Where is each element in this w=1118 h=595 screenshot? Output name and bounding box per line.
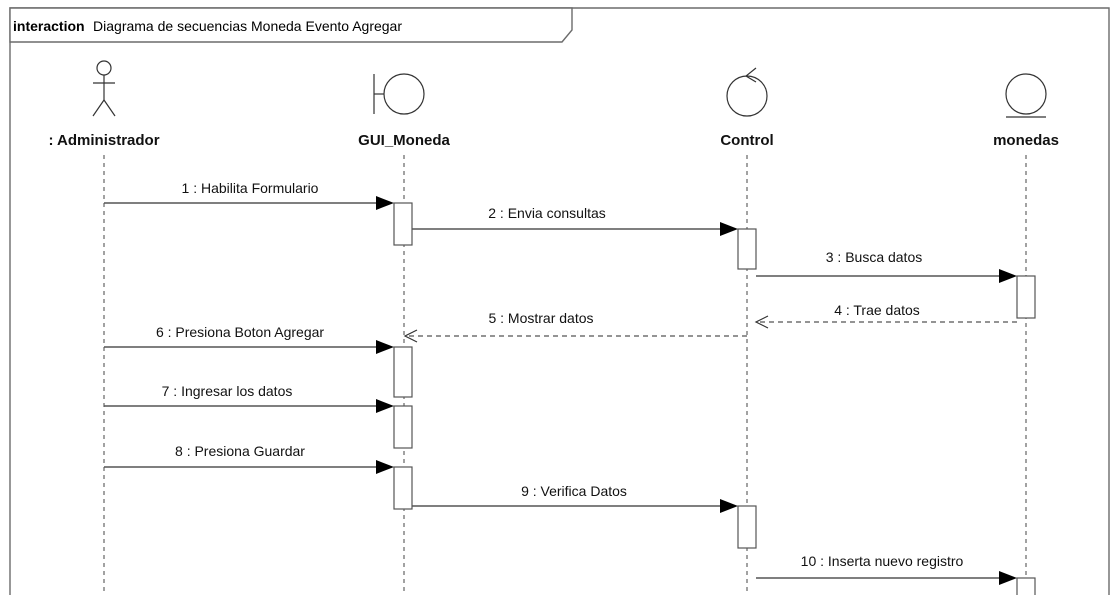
message-label-5: 5 : Mostrar datos: [488, 310, 593, 326]
frame-title: interaction Diagrama de secuencias Moned…: [13, 18, 402, 35]
message-label-6: 6 : Presiona Boton Agregar: [156, 324, 324, 340]
activation-gui-2: [393, 346, 413, 398]
message-5: 5 : Mostrar datos: [403, 310, 747, 343]
message-label-3: 3 : Busca datos: [826, 249, 923, 265]
actor-icon: [92, 60, 116, 117]
message-label-9: 9 : Verifica Datos: [521, 483, 627, 499]
frame-keyword: interaction: [13, 18, 85, 34]
message-9: 9 : Verifica Datos: [412, 483, 738, 513]
lifeline-label-control: Control: [720, 132, 773, 149]
lifeline-label-monedas: monedas: [993, 132, 1059, 149]
message-label-4: 4 : Trae datos: [834, 302, 920, 318]
control-icon: [726, 67, 768, 117]
message-label-10: 10 : Inserta nuevo registro: [801, 553, 964, 569]
message-label-1: 1 : Habilita Formulario: [182, 180, 319, 196]
message-10: 10 : Inserta nuevo registro: [756, 553, 1017, 585]
boundary-icon: [373, 73, 425, 115]
message-7: 7 : Ingresar los datos: [104, 383, 394, 413]
message-4: 4 : Trae datos: [754, 302, 1017, 329]
message-1: 1 : Habilita Formulario: [104, 180, 394, 210]
message-label-7: 7 : Ingresar los datos: [162, 383, 293, 399]
message-6: 6 : Presiona Boton Agregar: [104, 324, 394, 354]
activation-monedas-1: [1016, 275, 1036, 319]
activation-control-2: [737, 505, 757, 549]
lifeline-label-gui: GUI_Moneda: [358, 132, 450, 149]
entity-icon: [1005, 73, 1047, 118]
activation-gui-1: [393, 202, 413, 246]
activation-monedas-2: [1016, 577, 1036, 595]
frame-tab: [9, 7, 573, 43]
message-label-8: 8 : Presiona Guardar: [175, 443, 305, 459]
interaction-frame: [9, 7, 1110, 595]
activation-gui-3: [393, 405, 413, 449]
message-3: 3 : Busca datos: [756, 249, 1017, 283]
activation-gui-4: [393, 466, 413, 510]
frame-name: Diagrama de secuencias Moneda Evento Agr…: [93, 18, 402, 34]
activation-control-1: [737, 228, 757, 270]
message-2: 2 : Envia consultas: [412, 205, 738, 236]
message-label-2: 2 : Envia consultas: [488, 205, 606, 221]
message-8: 8 : Presiona Guardar: [104, 443, 394, 474]
lifeline-label-administrador: : Administrador: [48, 132, 159, 149]
